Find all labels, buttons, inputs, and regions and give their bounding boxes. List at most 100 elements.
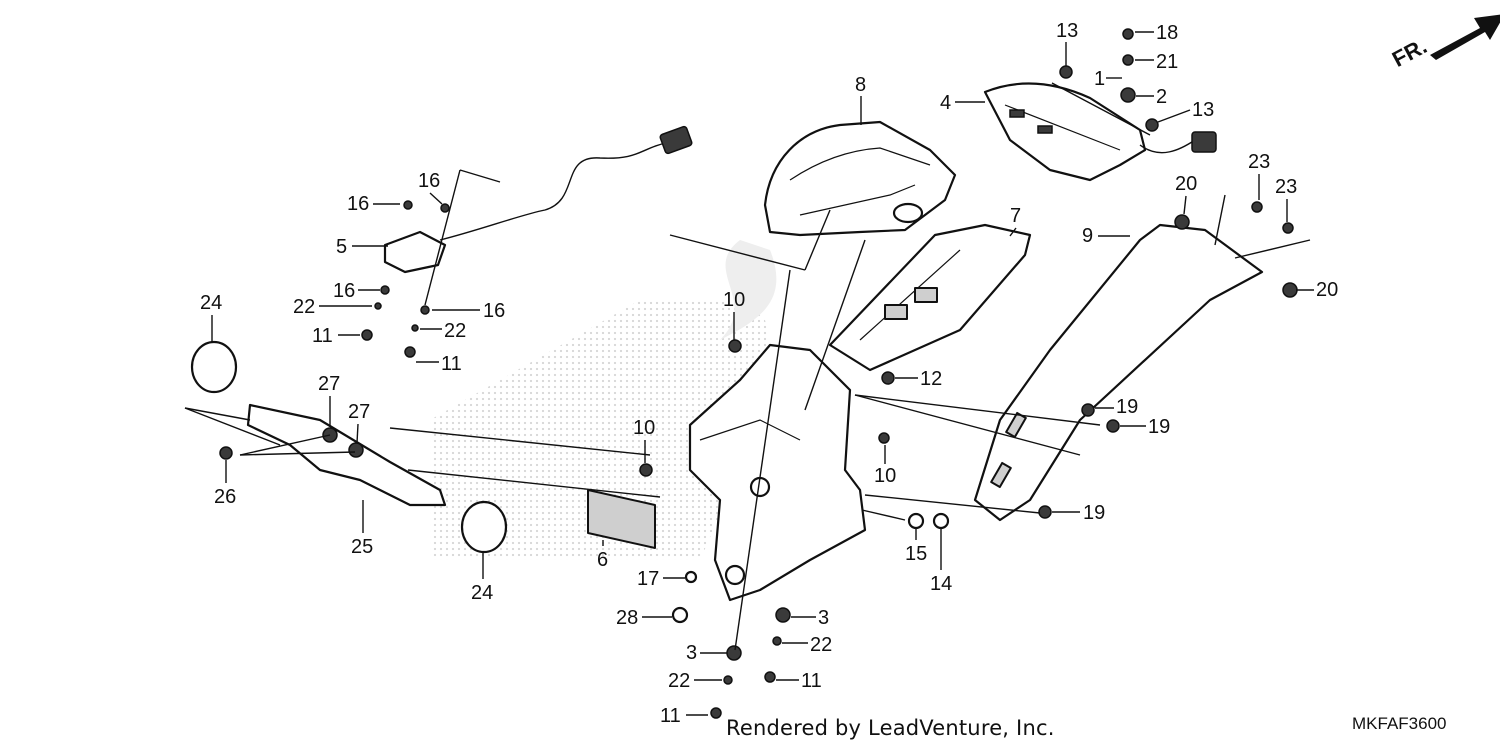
callout-1: 1	[1094, 68, 1122, 90]
diagram-code: MKFAF3600	[1352, 714, 1447, 733]
callout-24b: 24	[471, 553, 493, 604]
callout-27b: 27	[348, 401, 370, 444]
svg-text:20: 20	[1175, 173, 1197, 195]
hardware-fasteners	[219, 28, 1298, 719]
callout-26: 26	[214, 460, 236, 508]
grommet-part[interactable]	[190, 340, 238, 394]
render-credit: Rendered by LeadVenture, Inc.	[726, 716, 1055, 740]
svg-text:12: 12	[920, 368, 942, 390]
callout-16d: 16	[432, 300, 505, 322]
grommet-part[interactable]	[460, 500, 508, 554]
svg-text:3: 3	[686, 642, 697, 664]
callout-19c: 19	[1052, 502, 1105, 524]
callout-19a: 19	[1095, 396, 1138, 418]
svg-text:19: 19	[1116, 396, 1138, 418]
callout-22d: 22	[668, 670, 722, 692]
svg-text:21: 21	[1156, 51, 1178, 73]
svg-text:20: 20	[1316, 279, 1338, 301]
callout-16a: 16	[418, 170, 443, 205]
callout-11a: 11	[312, 325, 360, 347]
inner-fender-part[interactable]	[828, 223, 1032, 372]
license-light-part[interactable]	[383, 125, 693, 274]
svg-text:1: 1	[1094, 68, 1105, 90]
svg-text:13: 13	[1192, 99, 1214, 121]
callout-17: 17	[637, 568, 685, 590]
front-arrow-icon	[1430, 14, 1500, 60]
tail-cover-part[interactable]	[763, 120, 957, 237]
callout-4: 4	[940, 92, 985, 114]
callout-24a: 24	[200, 292, 222, 342]
callout-20a: 20	[1175, 173, 1197, 215]
callout-13a: 13	[1056, 20, 1078, 66]
svg-text:22: 22	[444, 320, 466, 342]
svg-text:16: 16	[333, 280, 355, 302]
callout-25: 25	[351, 500, 373, 558]
svg-text:10: 10	[723, 289, 745, 311]
callout-16b: 16	[347, 193, 400, 215]
svg-text:16: 16	[347, 193, 369, 215]
callout-9: 9	[1082, 225, 1130, 247]
svg-text:14: 14	[930, 573, 952, 595]
callout-6: 6	[597, 540, 608, 571]
svg-text:11: 11	[801, 670, 822, 692]
callout-labels: 13 18 21 1 4 2 13 8 23 23 20 16 16 7 9 5…	[200, 20, 1338, 727]
svg-text:17: 17	[637, 568, 659, 590]
svg-text:2: 2	[1156, 86, 1167, 108]
watermark-stipple	[430, 300, 780, 560]
svg-text:11: 11	[312, 325, 333, 347]
callout-27a: 27	[318, 373, 340, 427]
svg-text:13: 13	[1056, 20, 1078, 42]
svg-text:5: 5	[336, 236, 347, 258]
callout-18: 18	[1135, 22, 1178, 44]
svg-text:4: 4	[940, 92, 951, 114]
svg-text:6: 6	[597, 549, 608, 571]
callout-20b: 20	[1296, 279, 1338, 301]
svg-text:11: 11	[441, 353, 462, 375]
svg-text:23: 23	[1248, 151, 1270, 173]
callout-10c: 10	[874, 445, 896, 487]
svg-text:8: 8	[855, 74, 866, 96]
svg-text:27: 27	[318, 373, 340, 395]
callout-16c: 16	[333, 280, 380, 302]
callout-5: 5	[336, 236, 388, 258]
callout-10b: 10	[633, 417, 655, 463]
svg-text:9: 9	[1082, 225, 1093, 247]
callout-21: 21	[1135, 51, 1178, 73]
svg-text:23: 23	[1275, 176, 1297, 198]
svg-text:7: 7	[1010, 205, 1021, 227]
leader-lines	[184, 82, 1311, 651]
callout-3a: 3	[791, 607, 829, 629]
callout-2: 2	[1136, 86, 1167, 108]
callout-11d: 11	[660, 705, 708, 727]
svg-text:15: 15	[905, 543, 927, 565]
callout-12: 12	[895, 368, 942, 390]
callout-19b: 19	[1120, 416, 1170, 438]
callout-22c: 22	[782, 634, 832, 656]
svg-text:10: 10	[874, 465, 896, 487]
svg-text:26: 26	[214, 486, 236, 508]
callout-23b: 23	[1275, 176, 1297, 222]
reflector-part[interactable]	[587, 489, 656, 549]
callout-13b: 13	[1157, 99, 1214, 123]
side-bracket-part[interactable]	[973, 223, 1264, 522]
svg-text:22: 22	[810, 634, 832, 656]
svg-text:24: 24	[471, 582, 493, 604]
lower-stay-part[interactable]	[246, 403, 447, 507]
svg-text:19: 19	[1148, 416, 1170, 438]
callout-14: 14	[930, 529, 952, 595]
callout-15: 15	[905, 529, 927, 565]
svg-text:16: 16	[483, 300, 505, 322]
callout-22b: 22	[420, 320, 466, 342]
svg-text:11: 11	[660, 705, 681, 727]
callout-23a: 23	[1248, 151, 1270, 200]
tail-light-part[interactable]	[983, 82, 1217, 182]
svg-text:28: 28	[616, 607, 638, 629]
svg-text:18: 18	[1156, 22, 1178, 44]
callout-11b: 11	[416, 353, 462, 375]
svg-text:22: 22	[668, 670, 690, 692]
svg-text:10: 10	[633, 417, 655, 439]
callout-11c: 11	[776, 670, 822, 692]
callout-7: 7	[1009, 205, 1021, 237]
callout-22a: 22	[293, 296, 372, 318]
